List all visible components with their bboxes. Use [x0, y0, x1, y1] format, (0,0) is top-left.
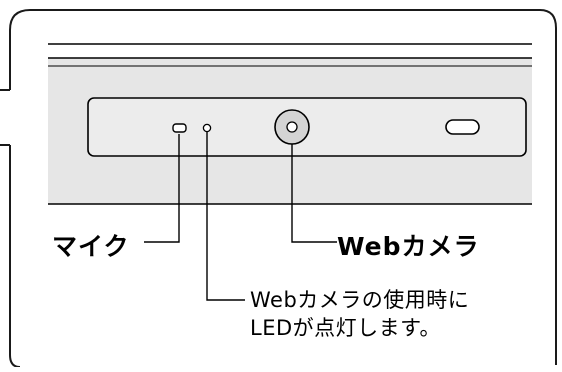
led-indicator — [202, 123, 212, 133]
webcam-lens-inner — [286, 121, 298, 133]
microphone-slot — [172, 123, 187, 133]
mic-leader-line — [144, 134, 180, 243]
webcam-label: Webカメラ — [337, 232, 480, 261]
led-note-line-2: LEDが点灯します。 — [250, 316, 442, 340]
sensor-oval — [445, 119, 480, 135]
webcam-leader-line — [291, 144, 337, 243]
frame-tab — [0, 89, 10, 146]
led-note-line-1: Webカメラの使用時に — [250, 288, 470, 312]
outer-frame — [9, 9, 557, 365]
led-note: Webカメラの使用時に LEDが点灯します。 — [250, 286, 469, 342]
led-leader-line — [206, 132, 245, 301]
outer-frame-lower — [9, 145, 21, 368]
microphone-label: マイク — [52, 232, 130, 261]
